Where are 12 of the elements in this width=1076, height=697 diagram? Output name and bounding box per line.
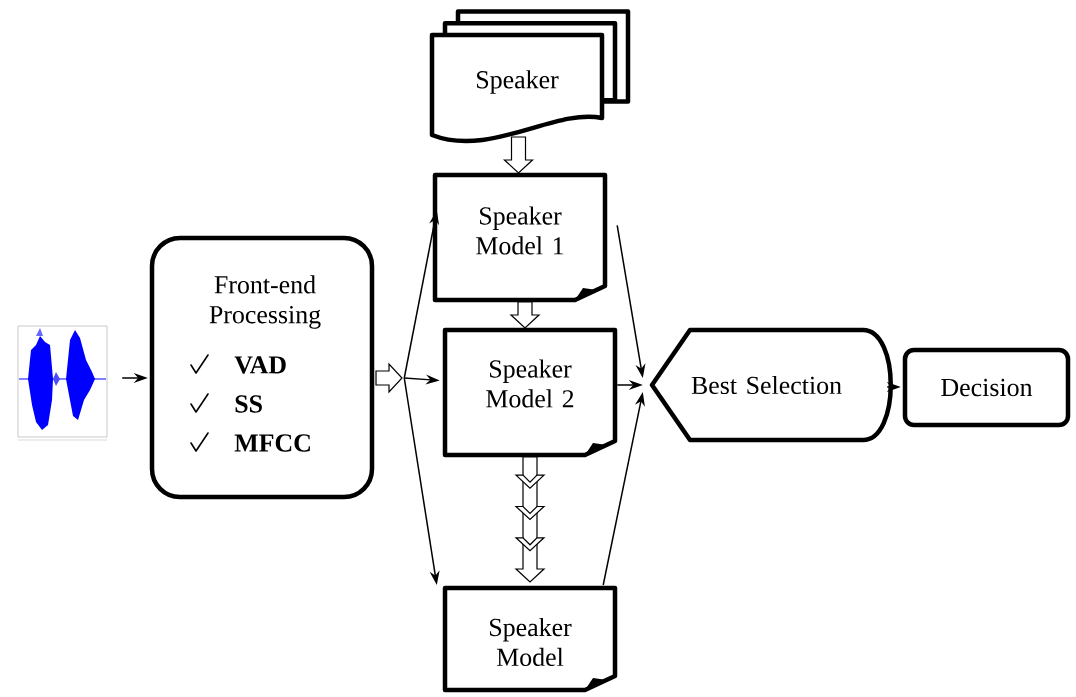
- model-box: Speaker Model: [442, 585, 618, 693]
- model-box: Speaker Model 1: [432, 172, 608, 303]
- decision-box: Decision: [902, 347, 1071, 428]
- block-arrow: [375, 362, 403, 394]
- list-item: VAD: [234, 356, 286, 374]
- document-stack: Speaker: [429, 9, 631, 144]
- model-box: Speaker Model 2: [442, 327, 618, 458]
- block-arrow: [503, 136, 535, 174]
- block-arrow: [509, 301, 541, 329]
- list-item: SS: [235, 395, 262, 413]
- list-item: MFCC: [234, 434, 310, 452]
- picture: [17, 325, 108, 441]
